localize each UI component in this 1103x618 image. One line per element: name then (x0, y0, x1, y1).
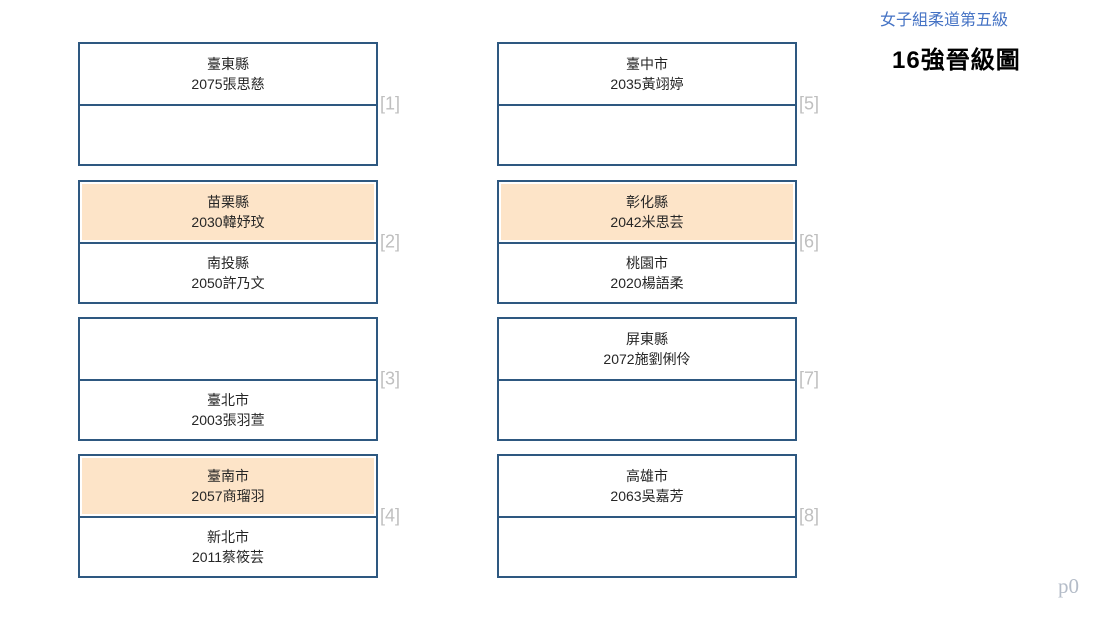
match-6-bottom-slot: 桃園市 2020楊語柔 (499, 244, 795, 302)
match-6-top-slot: 彰化縣 2042米思芸 (499, 182, 795, 244)
athlete-name: 2063吳嘉芳 (610, 488, 684, 504)
match-4-top-slot: 臺南市 2057商瑠羽 (80, 456, 376, 518)
athlete-name: 2057商瑠羽 (191, 488, 265, 504)
page-indicator: p0 (1058, 574, 1079, 598)
match-3-top-slot (80, 319, 376, 381)
athlete-name: 2030韓妤玟 (191, 214, 265, 230)
match-7-bottom-slot (499, 381, 795, 439)
match-box-5: 臺中市 2035黃翊婷 [5] (497, 42, 819, 166)
team-name: 臺中市 (626, 56, 668, 72)
match-2-bottom-slot: 南投縣 2050許乃文 (80, 244, 376, 302)
team-name: 高雄市 (626, 468, 668, 484)
team-name: 南投縣 (207, 255, 249, 271)
match-7-top-slot: 屏東縣 2072施劉俐伶 (499, 319, 795, 381)
match-number-label: [3] (380, 368, 401, 389)
match-number-label: [6] (799, 231, 820, 252)
match-box-7: 屏東縣 2072施劉俐伶 [7] (497, 317, 819, 441)
title-block: 女子組柔道第五級 16強晉級圖 (880, 12, 1021, 75)
match-number-label: [8] (799, 505, 820, 526)
match-number-label: [5] (799, 93, 820, 114)
athlete-name: 2035黃翊婷 (610, 76, 684, 92)
match-2-top-slot: 苗栗縣 2030韓妤玟 (80, 182, 376, 244)
team-name: 臺南市 (207, 468, 249, 484)
team-name: 桃園市 (626, 255, 668, 271)
match-box-3: 臺北市 2003張羽萱 [3] (78, 317, 400, 441)
team-name: 彰化縣 (626, 194, 668, 210)
match-1-bottom-slot (80, 106, 376, 164)
athlete-name: 2042米思芸 (610, 214, 684, 230)
match-5-top-slot: 臺中市 2035黃翊婷 (499, 44, 795, 106)
category-label: 女子組柔道第五級 (880, 12, 1009, 29)
team-name: 臺東縣 (207, 56, 249, 72)
match-1-top-slot: 臺東縣 2075張思慈 (80, 44, 376, 106)
match-box-4: 臺南市 2057商瑠羽 新北市 2011蔡筱芸 [4] (78, 454, 400, 578)
athlete-name: 2072施劉俐伶 (603, 351, 691, 367)
athlete-name: 2020楊語柔 (610, 275, 684, 291)
match-5-bottom-slot (499, 106, 795, 164)
team-name: 苗栗縣 (207, 194, 249, 210)
page-title: 16強晉級圖 (892, 47, 1021, 74)
team-name: 臺北市 (207, 392, 249, 408)
match-box-1: 臺東縣 2075張思慈 [1] (78, 42, 400, 166)
match-number-label: [1] (380, 93, 401, 114)
team-name: 屏東縣 (626, 331, 668, 347)
match-4-bottom-slot: 新北市 2011蔡筱芸 (80, 518, 376, 576)
match-number-label: [4] (380, 505, 401, 526)
athlete-name: 2011蔡筱芸 (191, 549, 265, 565)
match-number-label: [7] (799, 368, 820, 389)
match-8-top-slot: 高雄市 2063吳嘉芳 (499, 456, 795, 518)
match-number-label: [2] (380, 231, 401, 252)
match-8-bottom-slot (499, 518, 795, 576)
match-box-8: 高雄市 2063吳嘉芳 [8] (497, 454, 819, 578)
match-box-2: 苗栗縣 2030韓妤玟 南投縣 2050許乃文 [2] (78, 180, 400, 304)
athlete-name: 2050許乃文 (191, 275, 265, 291)
match-box-6: 彰化縣 2042米思芸 桃園市 2020楊語柔 [6] (497, 180, 819, 304)
athlete-name: 2075張思慈 (191, 76, 265, 92)
athlete-name: 2003張羽萱 (191, 412, 265, 428)
match-3-bottom-slot: 臺北市 2003張羽萱 (80, 381, 376, 439)
team-name: 新北市 (207, 529, 249, 545)
